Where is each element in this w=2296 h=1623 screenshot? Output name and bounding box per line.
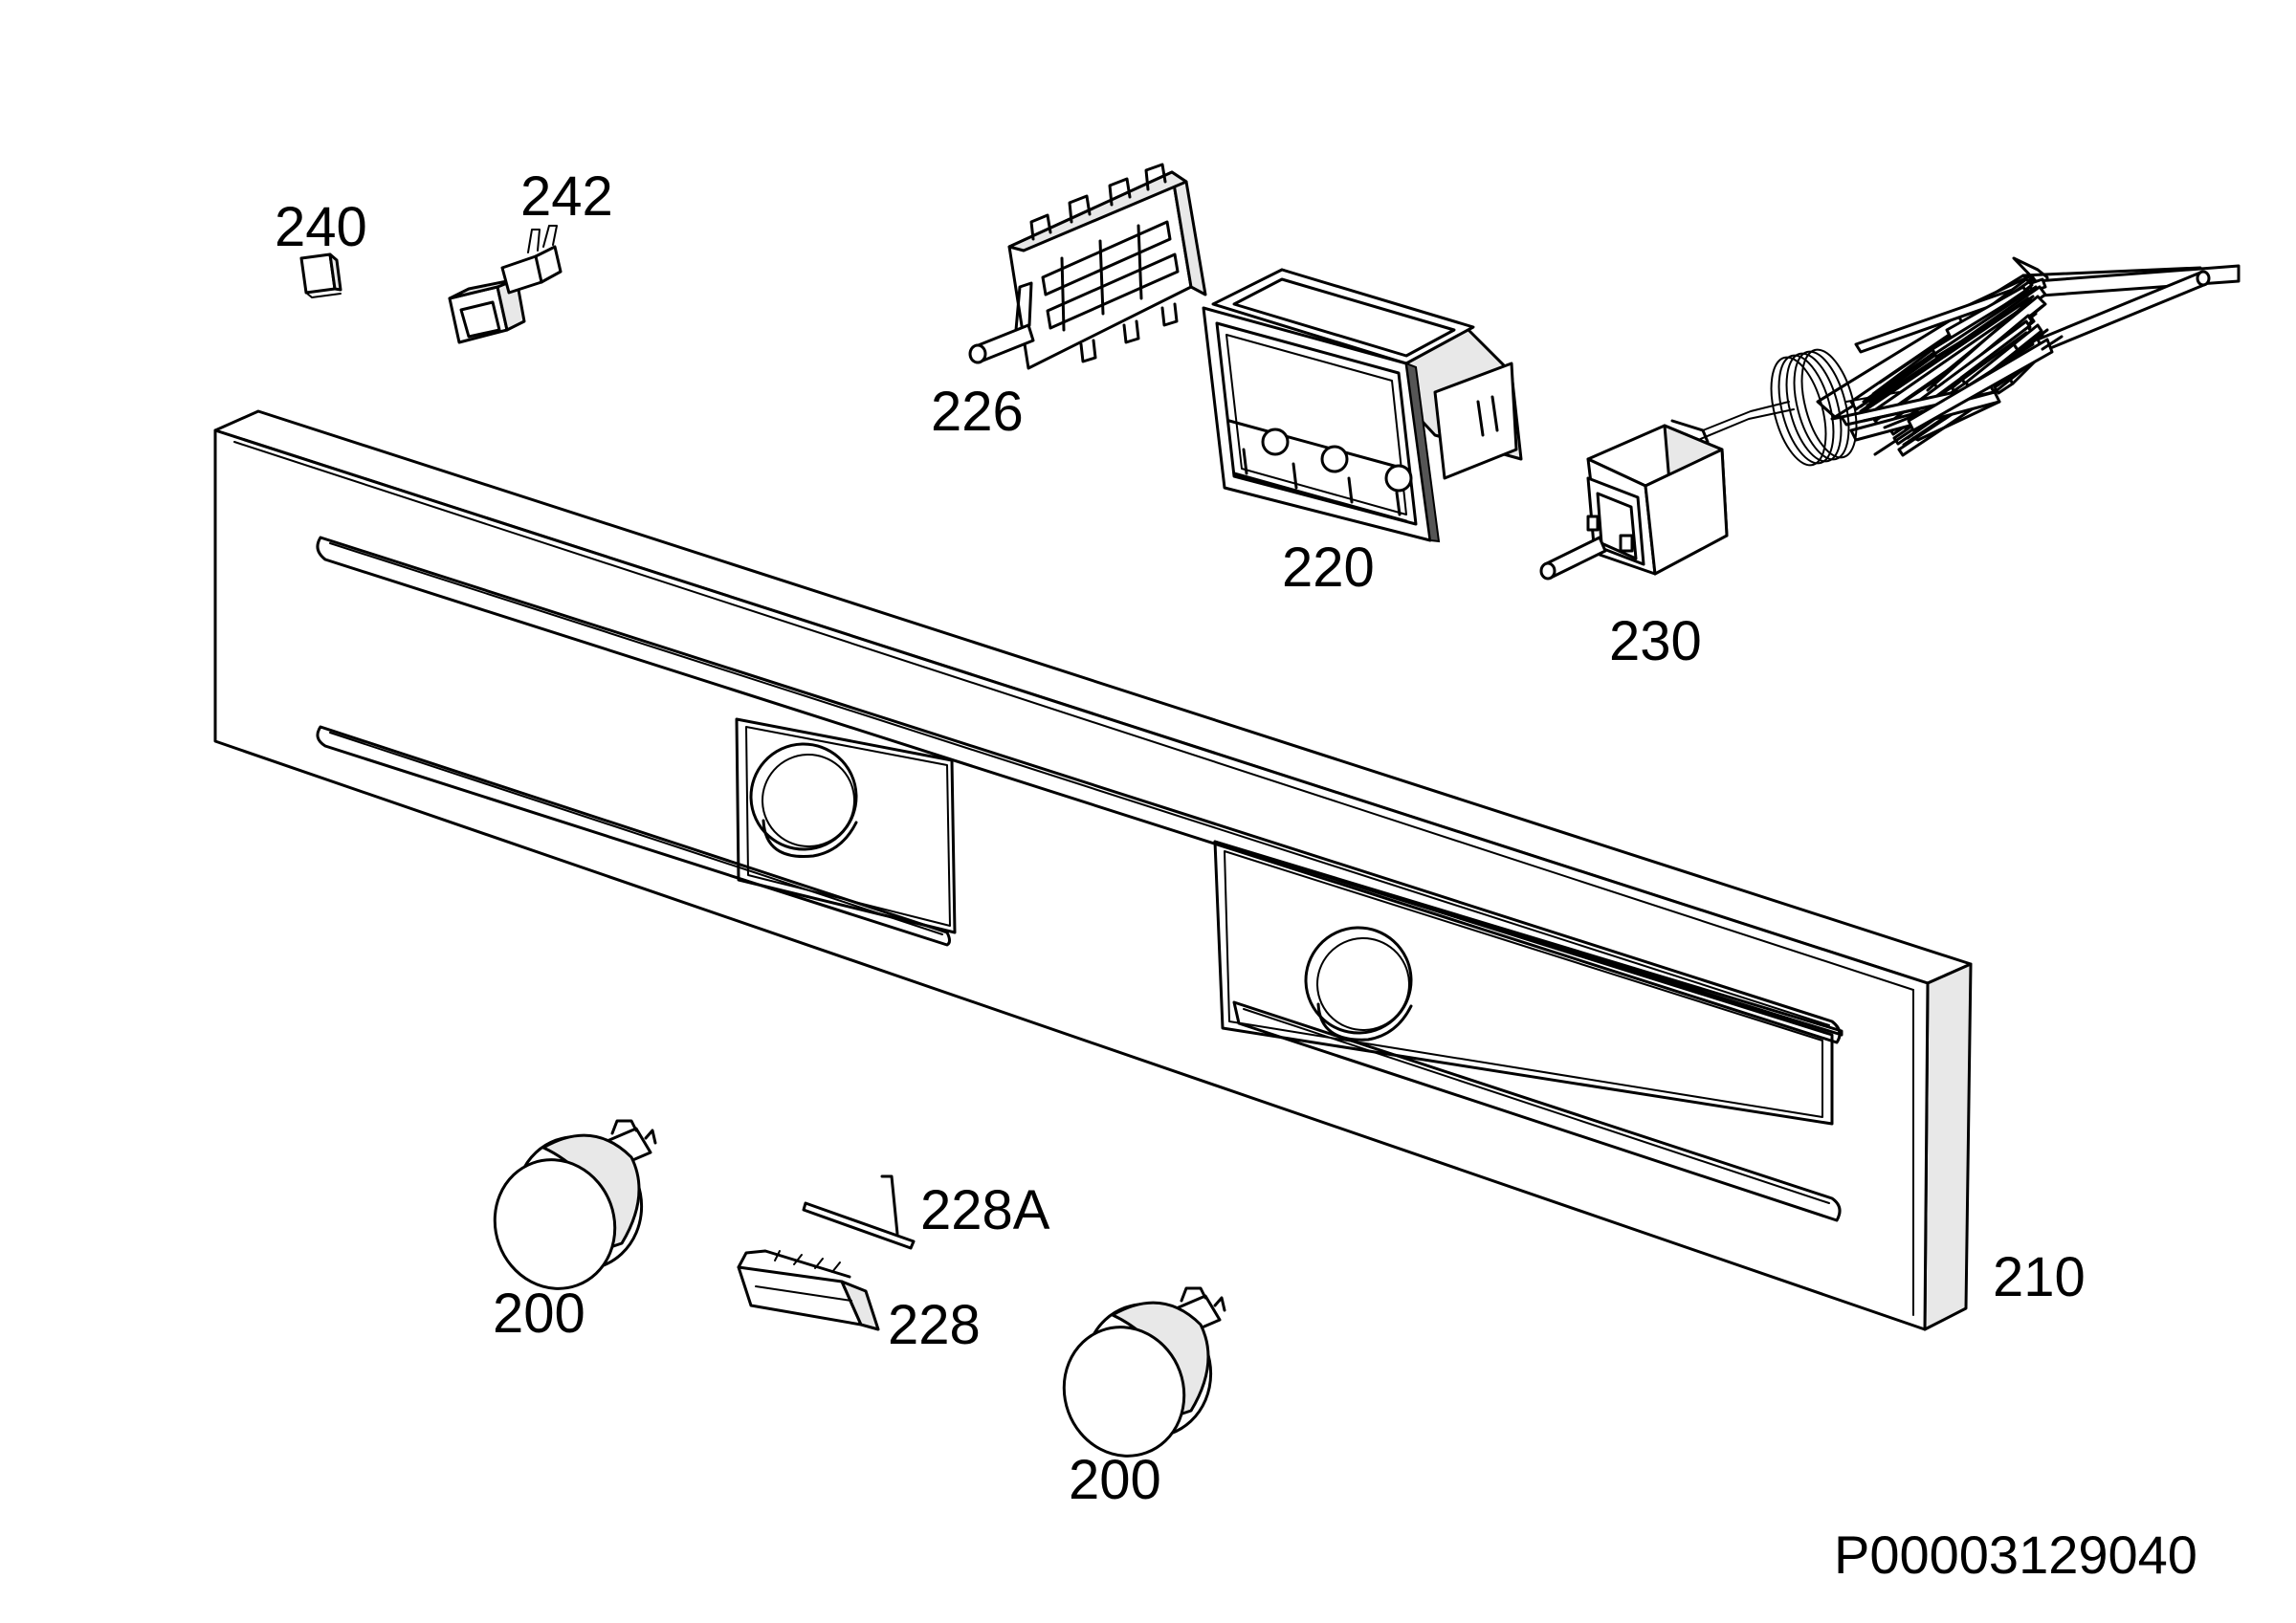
label-200-right: 200	[1069, 1449, 1161, 1511]
label-226: 226	[931, 381, 1024, 443]
label-240: 240	[275, 196, 367, 258]
part-200-knob-left[interactable]	[476, 1119, 660, 1305]
label-228a: 228A	[920, 1179, 1050, 1241]
label-242: 242	[520, 165, 613, 228]
part-220-timer-module[interactable]	[1202, 268, 1523, 543]
label-230: 230	[1609, 610, 1702, 672]
label-220: 220	[1282, 537, 1375, 599]
part-210-control-panel[interactable]	[213, 409, 1973, 1331]
part-242-lamp-holder[interactable]	[448, 225, 563, 344]
part-230-thermostat[interactable]	[1539, 256, 2241, 581]
label-228: 228	[888, 1294, 981, 1356]
label-210: 210	[1993, 1246, 2086, 1308]
drawing-code: P00003129040	[1834, 1524, 2197, 1585]
part-200-knob-right[interactable]	[1046, 1286, 1229, 1473]
part-228a-spring[interactable]	[802, 1174, 916, 1250]
part-228-light-guide[interactable]	[737, 1249, 880, 1331]
part-226-selector-switch[interactable]	[968, 163, 1207, 370]
part-240-cap[interactable]	[299, 252, 342, 298]
label-200-left: 200	[493, 1283, 585, 1345]
